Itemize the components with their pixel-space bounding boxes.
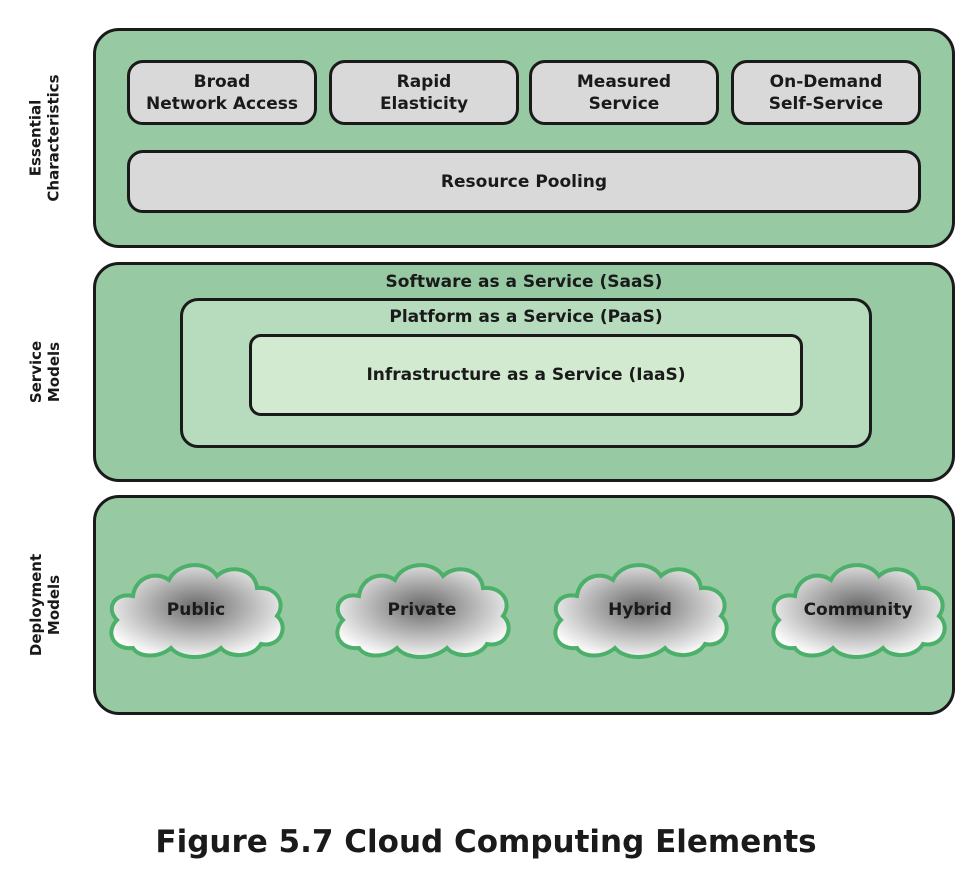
iaas-label: Infrastructure as a Service (IaaS) <box>366 365 686 385</box>
public-label: Public <box>166 600 226 620</box>
private-label: Private <box>387 600 457 620</box>
private-cloud: Private <box>329 554 515 662</box>
community-label: Community <box>803 600 913 620</box>
measured-service-box: Measured Service <box>529 60 719 125</box>
on-demand-self-service-box: On-Demand Self-Service <box>731 60 921 125</box>
service-models-label: Service Models <box>0 262 90 482</box>
cloud-icon <box>771 563 947 659</box>
box-line: Network Access <box>146 93 298 114</box>
label-line: Models <box>44 341 63 403</box>
label-line: Deployment <box>27 553 45 657</box>
paas-layer: Platform as a Service (PaaS) Infrastruct… <box>180 298 872 448</box>
rapid-elasticity-box: Rapid Elasticity <box>329 60 519 125</box>
public-cloud: Public <box>103 554 289 662</box>
label-line: Service <box>26 340 45 404</box>
deployment-models-label: Deployment Models <box>0 495 90 715</box>
box-line: Elasticity <box>379 93 469 114</box>
label-line: Models <box>45 574 63 636</box>
essential-characteristics-label: Essential Characteristics <box>0 28 90 248</box>
cloud-icon <box>109 563 285 659</box>
box-line: Self-Service <box>768 93 884 114</box>
label-line: Essential <box>27 99 46 177</box>
cloud-icon <box>335 563 511 659</box>
iaas-layer: Infrastructure as a Service (IaaS) <box>249 334 803 416</box>
box-line: Rapid <box>396 71 452 92</box>
resource-pooling-text: Resource Pooling <box>440 171 608 192</box>
saas-label: Software as a Service (SaaS) <box>385 272 663 292</box>
broad-network-access-box: Broad Network Access <box>127 60 317 125</box>
essential-characteristics-panel: Broad Network Access Rapid Elasticity Me… <box>93 28 955 248</box>
cloud-icon <box>553 563 729 659</box>
box-line: On-Demand <box>769 71 883 92</box>
paas-label: Platform as a Service (PaaS) <box>389 307 663 327</box>
service-models-panel: Software as a Service (SaaS) Platform as… <box>93 262 955 482</box>
label-line: Characteristics <box>45 74 64 202</box>
box-line: Service <box>588 93 660 114</box>
community-cloud: Community <box>765 554 951 662</box>
resource-pooling-box: Resource Pooling <box>127 150 921 213</box>
box-line: Broad <box>193 71 251 92</box>
figure-caption: Figure 5.7 Cloud Computing Elements <box>155 824 817 860</box>
hybrid-label: Hybrid <box>608 600 672 620</box>
hybrid-cloud: Hybrid <box>547 554 733 662</box>
deployment-models-panel: Public Private H <box>93 495 955 715</box>
box-line: Measured <box>576 71 672 92</box>
